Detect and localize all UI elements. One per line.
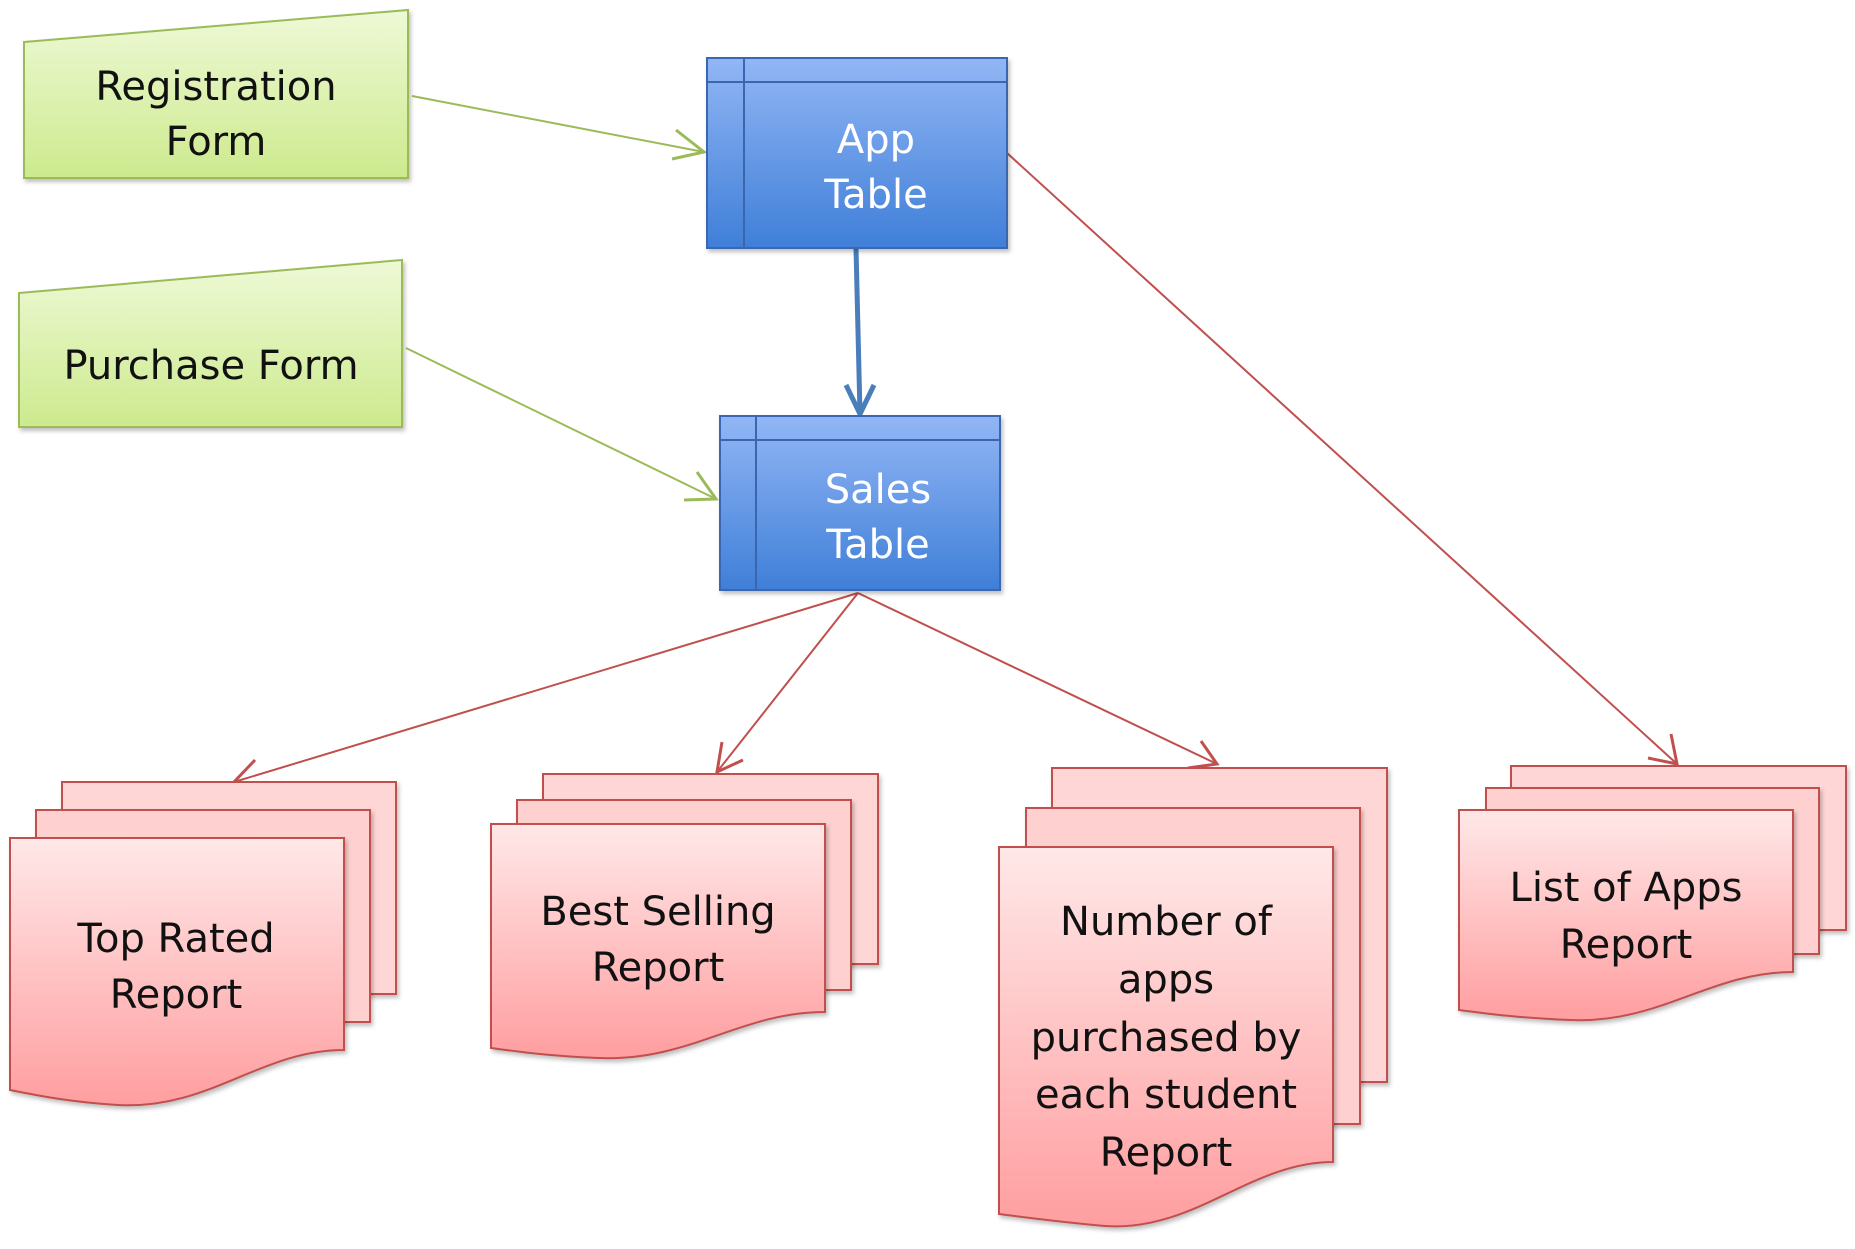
connector-app-to-list-of-apps	[1006, 152, 1679, 766]
connectors	[230, 95, 1679, 789]
connector-purchase-to-sales	[405, 347, 719, 502]
report-top-rated-label-line-2: Report	[110, 972, 243, 1018]
report-list-of-apps-label-line-2: Report	[1560, 922, 1693, 968]
form-purchase-label: Purchase Form	[63, 343, 358, 389]
table-app: App Table	[706, 57, 1008, 249]
arrowhead-icon	[683, 471, 719, 502]
connector-app-to-sales	[843, 247, 877, 420]
report-best-selling-label-line-1: Best Selling	[540, 889, 775, 935]
table-sales: Sales Table	[719, 415, 1001, 591]
report-apps-per-student-label-line-5: Report	[1100, 1130, 1233, 1176]
arrowhead-icon	[843, 383, 877, 420]
report-list-of-apps: List of Apps Report	[1458, 765, 1847, 1022]
table-app-label-line-1: App	[837, 117, 915, 163]
report-best-selling-label-line-2: Report	[592, 945, 725, 991]
report-apps-per-student-label-line-1: Number of	[1060, 899, 1273, 945]
table-sales-label-line-2: Table	[825, 522, 929, 568]
connector-sales-to-best-selling	[715, 592, 859, 775]
connector-registration-to-app	[411, 95, 708, 161]
report-apps-per-student-label-line-4: each student	[1035, 1072, 1297, 1118]
arrowhead-icon	[715, 741, 744, 775]
table-sales-label-line-1: Sales	[825, 467, 931, 513]
report-top-rated-label-line-1: Top Rated	[76, 916, 274, 962]
connector-sales-to-top-rated	[230, 592, 859, 789]
form-purchase: Purchase Form	[18, 258, 403, 428]
arrowhead-icon	[671, 128, 708, 161]
form-registration-label-line-2: Form	[166, 119, 267, 165]
report-apps-per-student-label-line-3: purchased by	[1031, 1015, 1302, 1061]
report-apps-per-student: Number of apps purchased by each student…	[998, 767, 1388, 1228]
connector-sales-to-apps-per-student	[857, 592, 1220, 770]
report-best-selling: Best Selling Report	[490, 773, 879, 1060]
form-registration-label-line-1: Registration	[95, 64, 336, 110]
report-apps-per-student-label-line-2: apps	[1118, 957, 1214, 1003]
table-app-label-line-2: Table	[823, 172, 927, 218]
arrowhead-icon	[1187, 740, 1220, 770]
form-registration: Registration Form	[23, 8, 409, 179]
report-top-rated: Top Rated Report	[9, 781, 397, 1107]
report-list-of-apps-label-line-1: List of Apps	[1510, 865, 1743, 911]
arrowhead-icon	[1647, 733, 1679, 766]
